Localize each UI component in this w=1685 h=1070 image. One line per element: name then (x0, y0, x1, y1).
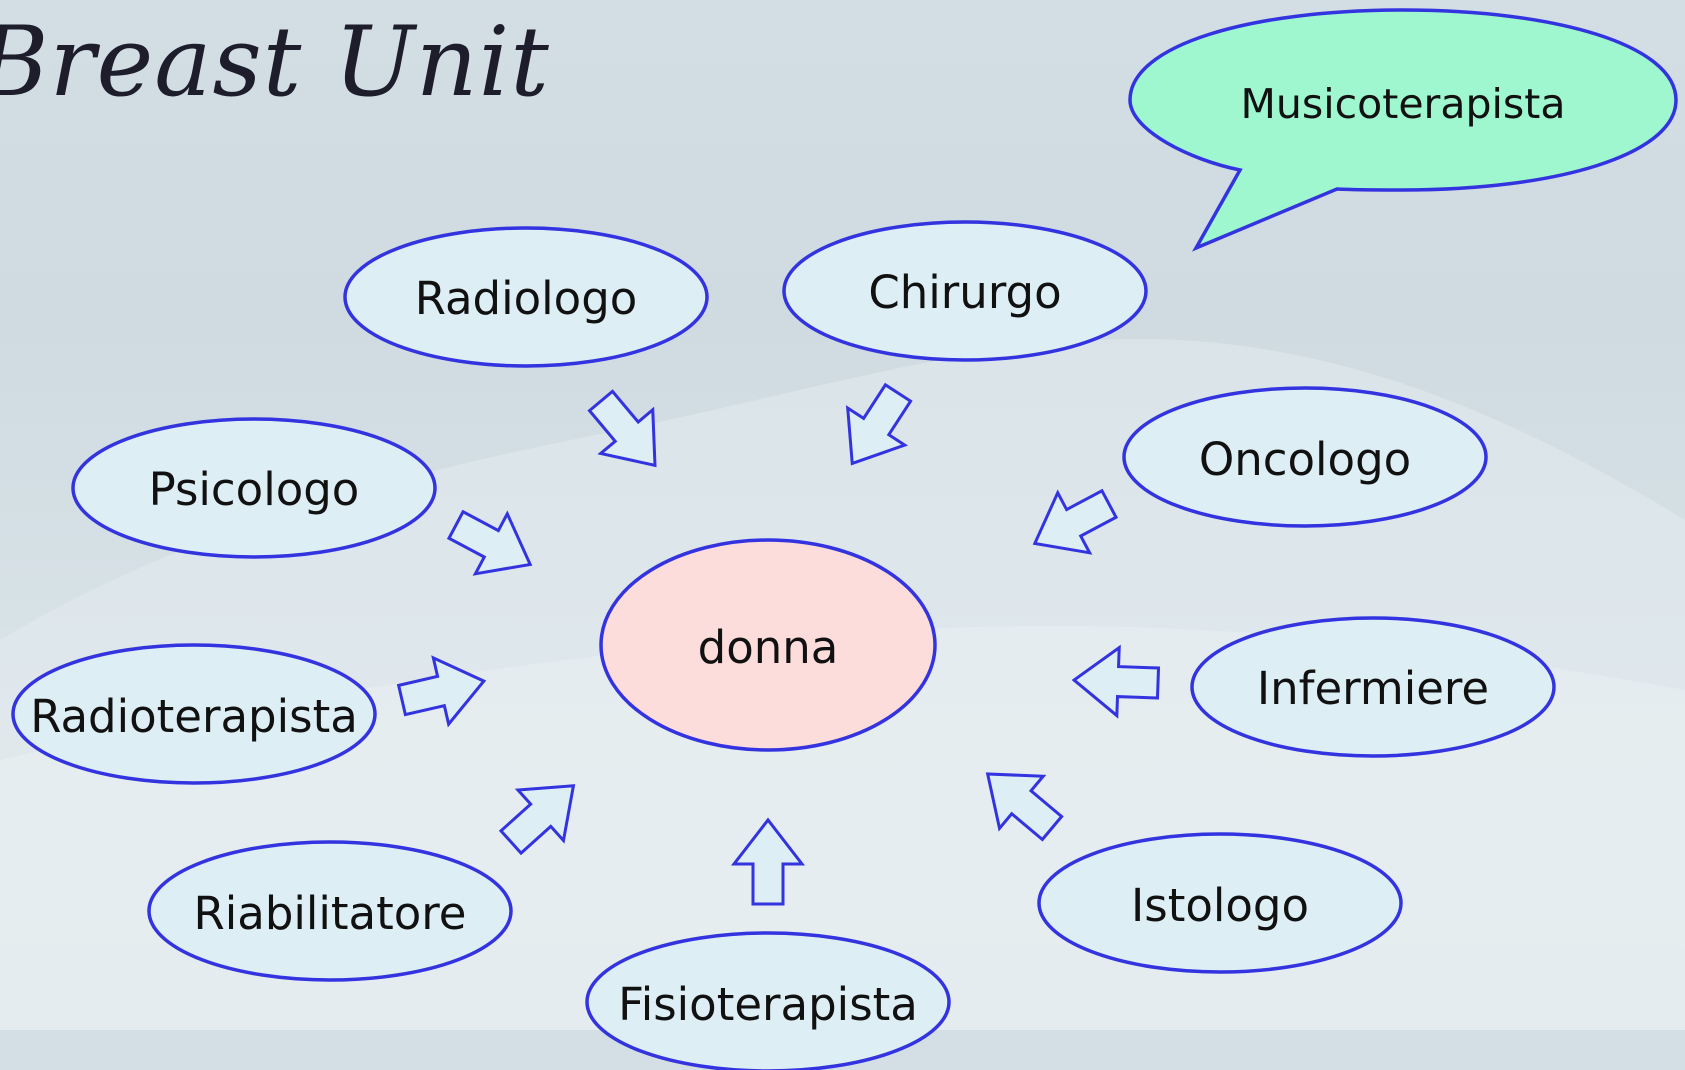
oval-shape (11, 643, 377, 785)
callout-musicoterapista: Musicoterapista (1128, 8, 1678, 252)
node-radioterapista: Radioterapista (11, 643, 377, 785)
node-label-infermiere: Infermiere (1257, 662, 1489, 715)
node-infermiere: Infermiere (1190, 616, 1556, 758)
node-label-chirurgo: Chirurgo (868, 266, 1061, 319)
speech-bubble-shape (1128, 8, 1678, 252)
oval-shape (1122, 386, 1488, 528)
arrow-infermiere (1071, 644, 1161, 719)
node-label-radioterapista: Radioterapista (30, 690, 358, 743)
arrow-radiologo (587, 389, 657, 468)
node-label-fisioterapista: Fisioterapista (618, 978, 918, 1031)
arrow-radioterapista (396, 655, 487, 728)
node-center-donna: donna (599, 538, 937, 752)
oval-shape (343, 226, 709, 368)
node-label-radiologo: Radiologo (415, 272, 638, 325)
arrow-psicologo (446, 509, 533, 576)
oval-shape (585, 931, 951, 1070)
node-label-psicologo: Psicologo (149, 463, 360, 516)
node-oncologo: Oncologo (1122, 386, 1488, 528)
node-label-oncologo: Oncologo (1199, 433, 1411, 486)
node-radiologo: Radiologo (343, 226, 709, 368)
node-psicologo: Psicologo (71, 417, 437, 559)
node-chirurgo: Chirurgo (782, 220, 1148, 362)
callout-label: Musicoterapista (1241, 80, 1566, 128)
arrow-istologo (985, 772, 1064, 842)
center-label: donna (698, 621, 839, 674)
page-title: Breast Unit (0, 6, 550, 118)
arrow-oncologo (1032, 488, 1119, 555)
node-fisioterapista: Fisioterapista (585, 931, 951, 1070)
arrow-chirurgo (845, 382, 913, 466)
node-label-istologo: Istologo (1131, 879, 1309, 932)
arrows (396, 382, 1161, 906)
center-oval-shape (599, 538, 937, 752)
oval-shape (71, 417, 437, 559)
arrow-fisioterapista (730, 817, 806, 906)
oval-shape (1037, 832, 1403, 974)
node-istologo: Istologo (1037, 832, 1403, 974)
oval-shape (147, 840, 513, 982)
oval-shape (1190, 616, 1556, 758)
node-label-riabilitatore: Riabilitatore (193, 887, 466, 940)
oval-shape (782, 220, 1148, 362)
arrow-riabilitatore (498, 784, 576, 856)
node-riabilitatore: Riabilitatore (147, 840, 513, 982)
